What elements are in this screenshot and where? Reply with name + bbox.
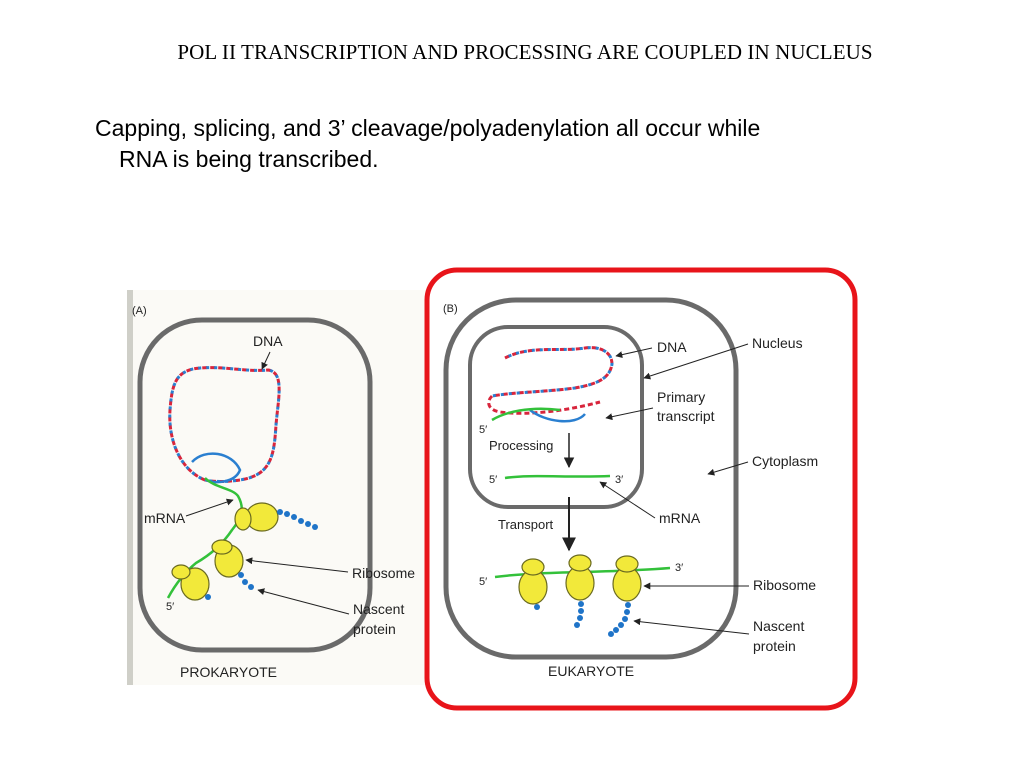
eukaryote-dna-pointer — [615, 347, 653, 359]
slide-title: POL II TRANSCRIPTION AND PROCESSING ARE … — [177, 40, 873, 64]
page-edge-shadow — [127, 290, 133, 685]
eukaryote-ribosome-2 — [565, 554, 595, 601]
eukaryote-five-prime-top: 5′ — [479, 424, 487, 436]
prokaryote-dna-loop — [168, 366, 281, 483]
prokaryote-dna-label: DNA — [253, 333, 283, 349]
nuclear-mrna-strand — [504, 474, 611, 480]
primary-transcript-pointer — [605, 407, 654, 421]
prokaryote-ribosome-3 — [171, 564, 210, 601]
eukaryote-transcription-bubble — [529, 408, 586, 423]
eukaryote-caption: EUKARYOTE — [548, 663, 634, 679]
prokaryote-nascent-protein — [205, 509, 318, 600]
bullet-line-2: RNA is being transcribed. — [119, 146, 379, 172]
panel-b: (B) — [424, 267, 858, 711]
highlight-box — [424, 267, 858, 711]
mrna-pointer — [185, 498, 234, 517]
cytoplasm-pointer — [707, 461, 749, 476]
eukaryote-nascent-label-2: protein — [753, 638, 796, 654]
eukaryote-three-prime-bot: 3′ — [675, 562, 683, 574]
ribosome-pointer — [245, 557, 349, 573]
panel-b-tag: (B) — [443, 303, 458, 315]
primary-transcript-label-1: Primary — [657, 389, 705, 405]
dna-pointer — [261, 351, 271, 370]
eukaryote-nascent-pointer — [633, 618, 750, 635]
eukaryote-cell-membrane — [443, 297, 739, 660]
eukaryote-ribosome-label: Ribosome — [753, 577, 816, 593]
eukaryote-dna-lower — [487, 394, 601, 415]
eukaryote-mrna-label: mRNA — [659, 510, 701, 526]
prokaryote-ribosome-1 — [234, 502, 279, 532]
cytoplasm-label: Cytoplasm — [752, 453, 818, 469]
prokaryote-five-prime: 5′ — [166, 601, 174, 613]
primary-transcript-label-2: transcript — [657, 408, 715, 424]
nucleus-pointer — [643, 343, 749, 380]
processing-label: Processing — [489, 438, 553, 453]
prokaryote-nascent-label-2: protein — [353, 621, 396, 637]
transport-label: Transport — [498, 517, 554, 532]
prokaryote-ribosome-label: Ribosome — [352, 565, 415, 581]
prokaryote-ribosome-2 — [211, 539, 244, 578]
panel-a-tag: (A) — [132, 305, 147, 317]
eukaryote-nascent-label-1: Nascent — [753, 618, 804, 634]
eukaryote-dna-label: DNA — [657, 339, 687, 355]
bullet-text: Capping, splicing, and 3’ cleavage/polya… — [95, 113, 955, 175]
eukaryote-dna-blue — [491, 346, 614, 398]
panel-a: (A) DNA mRNA R — [127, 290, 427, 685]
prokaryote-caption: PROKARYOTE — [180, 664, 277, 680]
eukaryote-three-prime-mid: 3′ — [615, 474, 623, 486]
transcription-bubble — [191, 452, 242, 484]
prokaryote-mrna-label: mRNA — [144, 510, 186, 526]
eukaryote-mrna-pointer — [599, 481, 656, 519]
nascent-pointer — [257, 588, 350, 615]
nucleus-membrane — [468, 325, 644, 509]
eukaryote-five-prime-bot: 5′ — [479, 576, 487, 588]
eukaryote-five-prime-mid: 5′ — [489, 474, 497, 486]
panel-a-background — [127, 290, 427, 685]
eukaryote-nascent-protein — [534, 601, 631, 637]
prokaryote-cell-membrane — [137, 317, 373, 653]
prokaryote-dna-loop-blue — [168, 366, 281, 483]
eukaryote-ribosome-3 — [612, 555, 642, 602]
prokaryote-nascent-label-1: Nascent — [353, 601, 404, 617]
primary-transcript-strand — [491, 407, 561, 422]
nucleus-label: Nucleus — [752, 335, 803, 351]
bullet-line-1: Capping, splicing, and 3’ cleavage/polya… — [95, 115, 761, 141]
eukaryote-ribosome-1 — [518, 558, 548, 605]
